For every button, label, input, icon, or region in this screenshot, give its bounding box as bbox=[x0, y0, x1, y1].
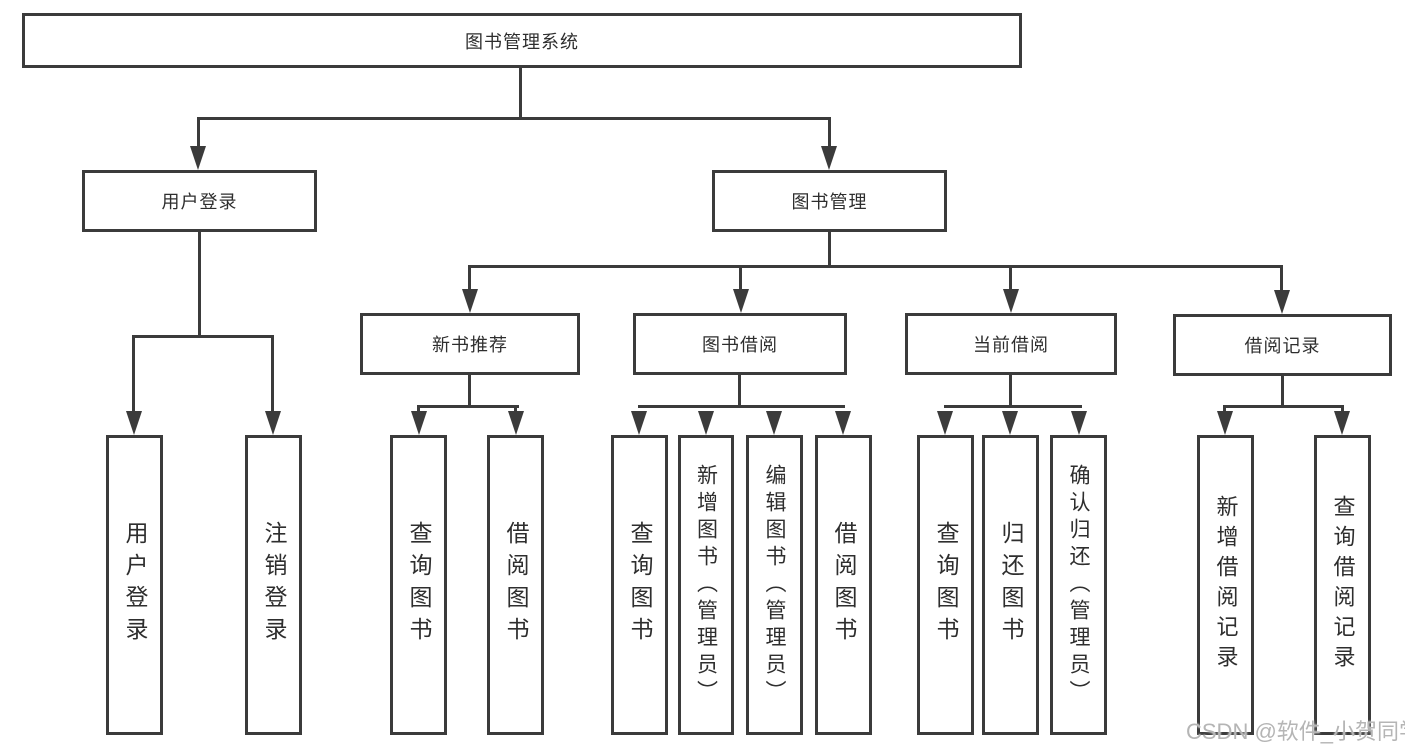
connector-line bbox=[738, 375, 741, 408]
connector-line bbox=[638, 405, 845, 408]
leaf-query-books-borrow: 查询图书 bbox=[611, 435, 668, 735]
arrow-down-icon bbox=[835, 411, 851, 435]
leaf-confirm-return-admin: 确认归还（管理员） bbox=[1050, 435, 1107, 735]
connector-line bbox=[271, 335, 274, 413]
connector-line bbox=[828, 232, 831, 268]
leaf-borrow-books: 借阅图书 bbox=[815, 435, 872, 735]
connector-line bbox=[468, 375, 471, 408]
connector-line bbox=[739, 265, 742, 291]
leaf-query-books-recommend: 查询图书 bbox=[390, 435, 447, 735]
leaf-return-book: 归还图书 bbox=[982, 435, 1039, 735]
connector-line bbox=[197, 117, 831, 120]
arrow-down-icon bbox=[411, 411, 427, 435]
node-book-borrow: 图书借阅 bbox=[633, 313, 847, 375]
connector-line bbox=[1223, 405, 1344, 408]
leaf-logout-login: 注销登录 bbox=[245, 435, 302, 735]
arrow-down-icon bbox=[733, 289, 749, 313]
connector-line bbox=[132, 335, 274, 338]
arrow-down-icon bbox=[190, 146, 206, 170]
connector-line bbox=[197, 117, 200, 147]
arrow-down-icon bbox=[698, 411, 714, 435]
leaf-query-books-current: 查询图书 bbox=[917, 435, 974, 735]
connector-line bbox=[1223, 405, 1226, 413]
arrow-down-icon bbox=[766, 411, 782, 435]
csdn-watermark: CSDN @软件_小贺同学 bbox=[1186, 719, 1405, 744]
arrow-down-icon bbox=[937, 411, 953, 435]
arrow-down-icon bbox=[1274, 290, 1290, 314]
arrow-down-icon bbox=[1217, 411, 1233, 435]
connector-line bbox=[468, 265, 471, 291]
leaf-borrow-books-recommend: 借阅图书 bbox=[487, 435, 544, 735]
leaf-add-borrow-record: 新增借阅记录 bbox=[1197, 435, 1254, 735]
arrow-down-icon bbox=[508, 411, 524, 435]
connector-line bbox=[828, 117, 831, 147]
connector-line bbox=[519, 68, 522, 120]
connector-line bbox=[1341, 405, 1344, 413]
arrow-down-icon bbox=[462, 289, 478, 313]
arrow-down-icon bbox=[1003, 289, 1019, 313]
node-root-library-system: 图书管理系统 bbox=[22, 13, 1022, 68]
node-new-book-recommend: 新书推荐 bbox=[360, 313, 580, 375]
connector-line bbox=[132, 335, 135, 413]
leaf-query-borrow-record: 查询借阅记录 bbox=[1314, 435, 1371, 735]
arrow-down-icon bbox=[821, 146, 837, 170]
node-user-login: 用户登录 bbox=[82, 170, 317, 232]
connector-line bbox=[1009, 375, 1012, 408]
node-borrow-record: 借阅记录 bbox=[1173, 314, 1392, 376]
connector-line bbox=[1009, 265, 1012, 291]
connector-line bbox=[417, 405, 519, 408]
connector-line bbox=[1281, 376, 1284, 408]
arrow-down-icon bbox=[1334, 411, 1350, 435]
connector-line bbox=[198, 232, 201, 338]
leaf-add-book-admin: 新增图书（管理员） bbox=[678, 435, 734, 735]
arrow-down-icon bbox=[126, 411, 142, 435]
connector-line bbox=[417, 405, 420, 413]
arrow-down-icon bbox=[1071, 411, 1087, 435]
connector-line bbox=[944, 405, 1082, 408]
arrow-down-icon bbox=[1002, 411, 1018, 435]
arrow-down-icon bbox=[265, 411, 281, 435]
node-current-borrow: 当前借阅 bbox=[905, 313, 1117, 375]
leaf-edit-book-admin: 编辑图书（管理员） bbox=[746, 435, 803, 735]
connector-line bbox=[1280, 265, 1283, 291]
connector-line bbox=[514, 405, 517, 413]
leaf-user-login: 用户登录 bbox=[106, 435, 163, 735]
arrow-down-icon bbox=[631, 411, 647, 435]
connector-line bbox=[468, 265, 1283, 268]
node-book-management: 图书管理 bbox=[712, 170, 947, 232]
